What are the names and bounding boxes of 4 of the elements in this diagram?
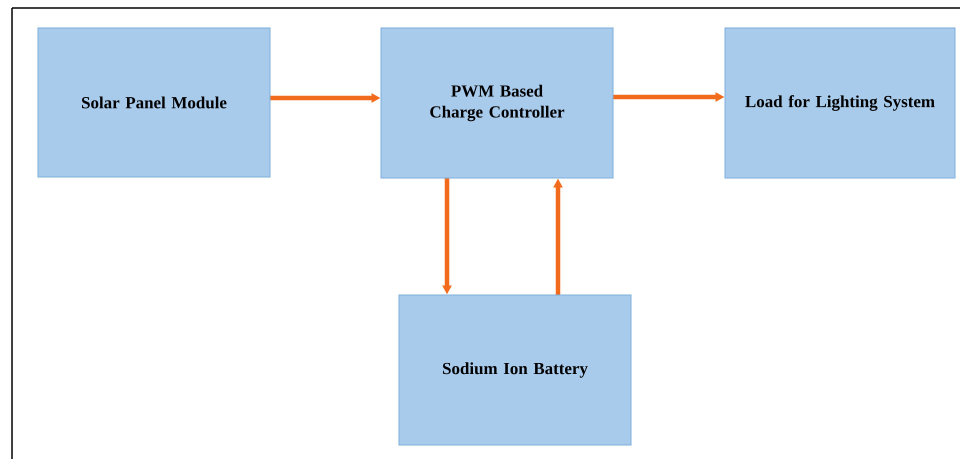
process-box: Load for Lighting System xyxy=(724,28,956,178)
process-box: PWM Based Charge Controller xyxy=(380,28,614,178)
process-box: Sodium Ion Battery xyxy=(398,294,632,446)
process-box: Solar Panel Module xyxy=(38,28,270,178)
